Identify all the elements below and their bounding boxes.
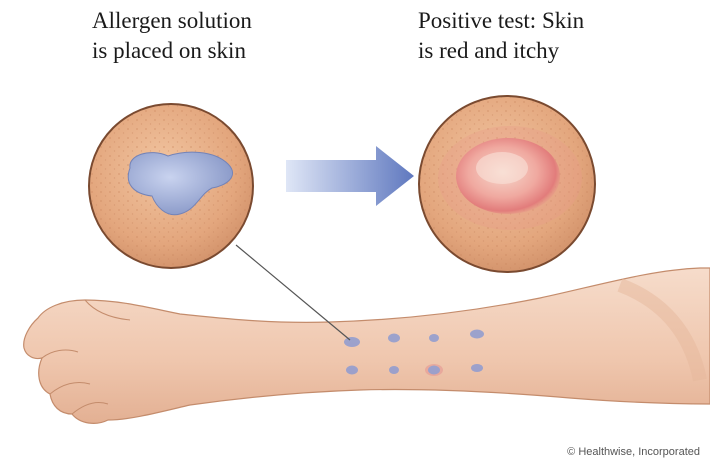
caption-line: is red and itchy <box>418 36 698 66</box>
magnified-skin-allergen <box>80 100 270 280</box>
caption-line: is placed on skin <box>92 36 352 66</box>
caption-line: Allergen solution <box>92 6 352 36</box>
right-arrow-icon <box>286 146 414 206</box>
magnified-skin-wheal <box>410 90 610 280</box>
caption-allergen-placed: Allergen solution is placed on skin <box>92 6 352 66</box>
caption-positive-test: Positive test: Skin is red and itchy <box>418 6 698 66</box>
test-spot <box>471 364 483 372</box>
test-spot <box>389 366 399 374</box>
test-spot <box>344 337 360 347</box>
test-spot <box>388 334 400 343</box>
copyright-credit: © Healthwise, Incorporated <box>567 446 700 458</box>
test-spot <box>346 366 358 375</box>
forearm-illustration <box>24 268 710 423</box>
caption-line: Positive test: Skin <box>418 6 698 36</box>
test-spot <box>428 366 440 375</box>
test-spot <box>470 330 484 339</box>
test-spot <box>429 334 439 342</box>
